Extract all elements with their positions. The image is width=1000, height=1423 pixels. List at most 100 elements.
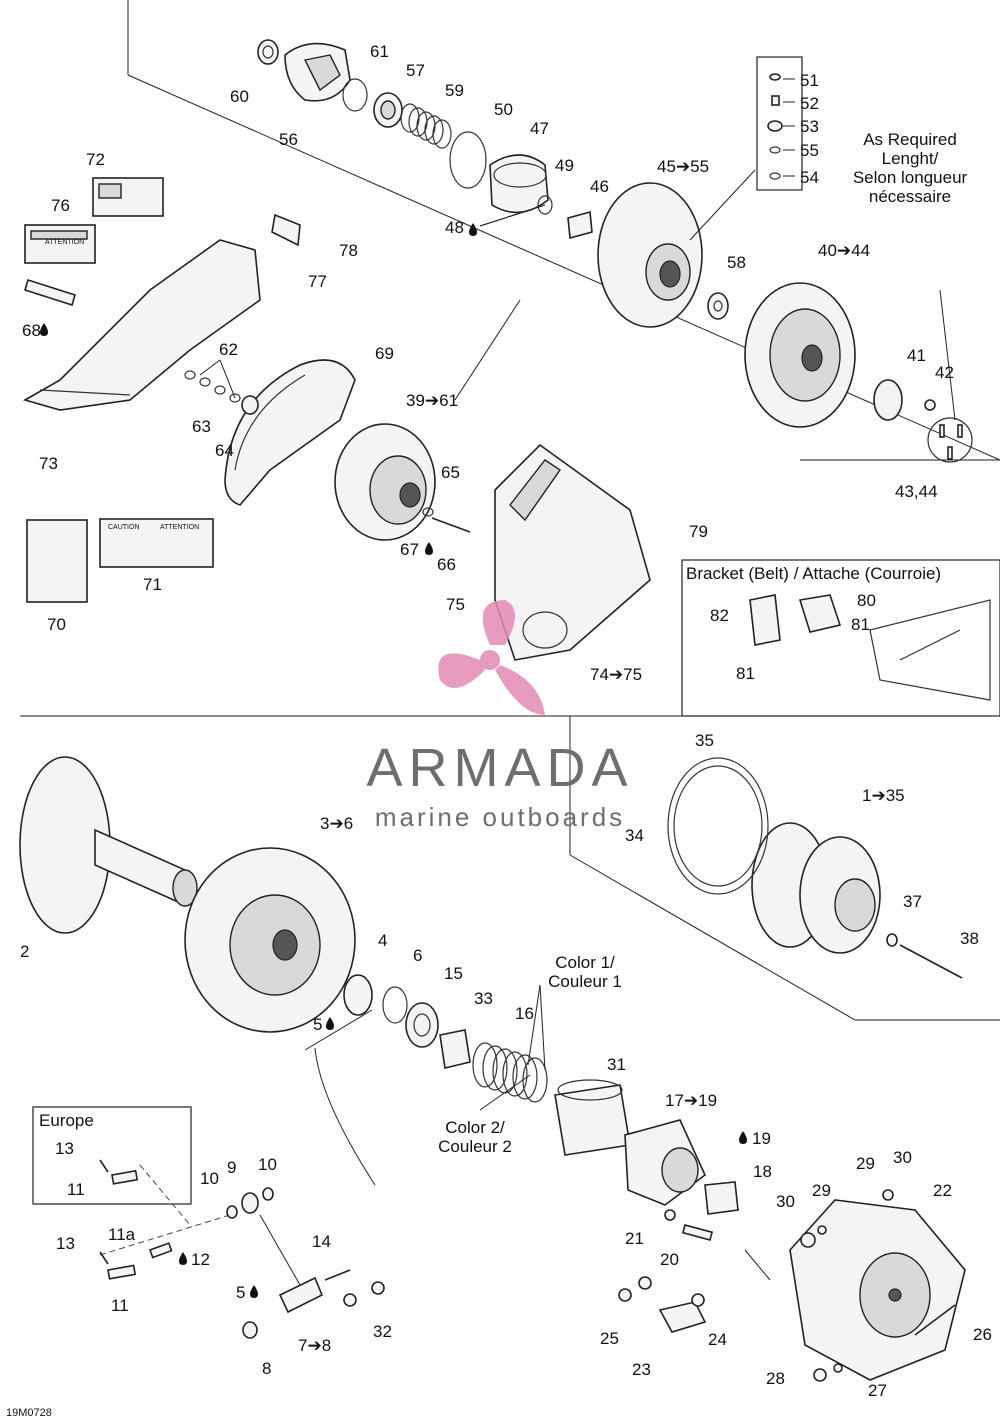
drop-icon: [250, 1285, 258, 1298]
callout-72: 72: [86, 150, 105, 169]
callout-64: 64: [215, 441, 234, 460]
callout-3: 3➔6: [320, 814, 353, 833]
drawing-code: 19M0728: [6, 1407, 52, 1419]
drop-icon: [326, 1017, 334, 1030]
callout-29a: 29: [856, 1154, 875, 1173]
callout-52: 52: [800, 94, 819, 113]
drop-icons: [40, 223, 747, 1298]
callout-80: 80: [857, 591, 876, 610]
callout-5b: 5: [236, 1283, 245, 1302]
leader-lines: [199, 169, 956, 1286]
callout-17: 17➔19: [665, 1091, 717, 1110]
callout-8: 8: [262, 1359, 271, 1378]
watermark-tagline: marine outboards: [375, 802, 625, 832]
callout-76: 76: [51, 196, 70, 215]
label-71-attention: ATTENTION: [160, 524, 199, 531]
callout-4: 4: [378, 931, 387, 950]
callout-67: 67: [400, 540, 419, 559]
drive-pulley-group: [19, 756, 966, 1381]
drop-icon: [179, 1252, 187, 1265]
callout-82: 82: [710, 606, 729, 625]
callout-25: 25: [600, 1329, 619, 1348]
callout-labels: 1➔35 2 3➔6 4 5 5 6 7➔8 8 9 10 10 11 11 1…: [20, 42, 992, 1400]
callout-50: 50: [494, 100, 513, 119]
callout-11a: 11: [67, 1180, 85, 1199]
secondary-pulley-group: [257, 39, 973, 463]
callout-45: 45➔55: [657, 157, 709, 176]
callout-71: 71: [143, 575, 162, 594]
callout-59: 59: [445, 81, 464, 100]
callout-63: 63: [192, 417, 211, 436]
watermark-brand: ARMADA: [366, 738, 633, 798]
callout-16: 16: [515, 1004, 534, 1023]
propeller-logo-icon: [438, 600, 545, 715]
small-hardware-group: [32, 1106, 956, 1382]
as-required-line-2: Lenght/: [882, 149, 939, 168]
label-76-attention: ATTENTION: [45, 239, 84, 246]
watermark: ARMADA marine outboards: [366, 600, 633, 832]
callout-10a: 10: [200, 1169, 219, 1188]
callout-61: 61: [370, 42, 389, 61]
callout-6: 6: [413, 946, 422, 965]
callout-58: 58: [727, 253, 746, 272]
callout-27: 27: [868, 1381, 887, 1400]
color1-line-2: Couleur 1: [548, 972, 622, 991]
callout-55: 55: [800, 141, 819, 160]
as-required-line-1: As Required: [863, 130, 957, 149]
callout-46: 46: [590, 177, 609, 196]
callout-33: 33: [474, 989, 493, 1008]
callout-60: 60: [230, 87, 249, 106]
callout-43: 43,44: [895, 482, 938, 501]
callout-62: 62: [219, 340, 238, 359]
callout-41: 41: [907, 346, 926, 365]
callout-20: 20: [660, 1250, 679, 1269]
callout-56: 56: [279, 130, 298, 149]
callout-5a: 5: [313, 1015, 322, 1034]
bracket-title: Bracket (Belt) / Attache (Courroie): [686, 564, 941, 583]
callout-34: 34: [625, 826, 644, 845]
callout-53: 53: [800, 117, 819, 136]
callout-47: 47: [530, 119, 549, 138]
drop-icon: [425, 542, 433, 555]
callout-69: 69: [375, 344, 394, 363]
as-required-line-4: nécessaire: [869, 187, 951, 206]
belt-guard-group: [22, 177, 301, 603]
callout-24: 24: [708, 1330, 727, 1349]
callout-73: 73: [39, 454, 58, 473]
callout-66: 66: [437, 555, 456, 574]
callout-65: 65: [441, 463, 460, 482]
label-71-caution: CAUTION: [108, 524, 140, 531]
callout-54: 54: [800, 168, 819, 187]
callout-78: 78: [339, 241, 358, 260]
callout-74: 74➔75: [590, 665, 642, 684]
europe-label: Europe: [39, 1111, 94, 1130]
callout-32: 32: [373, 1322, 392, 1341]
callout-23: 23: [632, 1360, 651, 1379]
callout-19: 19: [752, 1129, 771, 1148]
callout-14: 14: [312, 1232, 331, 1251]
color2-line-1: Color 2/: [445, 1118, 505, 1137]
callout-75: 75: [446, 595, 465, 614]
callout-9: 9: [227, 1158, 236, 1177]
callout-1: 1➔35: [862, 786, 905, 805]
callout-18: 18: [753, 1162, 772, 1181]
callout-15: 15: [444, 964, 463, 983]
notes: As Required Lenght/ Selon longueur néces…: [6, 130, 968, 1419]
color1-line-1: Color 1/: [555, 953, 615, 972]
color2-line-2: Couleur 2: [438, 1137, 512, 1156]
callout-42: 42: [935, 363, 954, 382]
callout-57: 57: [406, 61, 425, 80]
hardware-box: [756, 56, 803, 191]
callout-11c: 11a: [108, 1225, 136, 1244]
callout-70: 70: [47, 615, 66, 634]
callout-26: 26: [973, 1325, 992, 1344]
callout-49: 49: [555, 156, 574, 175]
callout-22: 22: [933, 1181, 952, 1200]
drop-icon: [40, 323, 48, 336]
callout-13a: 13: [55, 1139, 74, 1158]
callout-29b: 29: [812, 1181, 831, 1200]
callout-79: 79: [689, 522, 708, 541]
drop-icon: [739, 1131, 747, 1144]
callout-48: 48: [445, 218, 464, 237]
